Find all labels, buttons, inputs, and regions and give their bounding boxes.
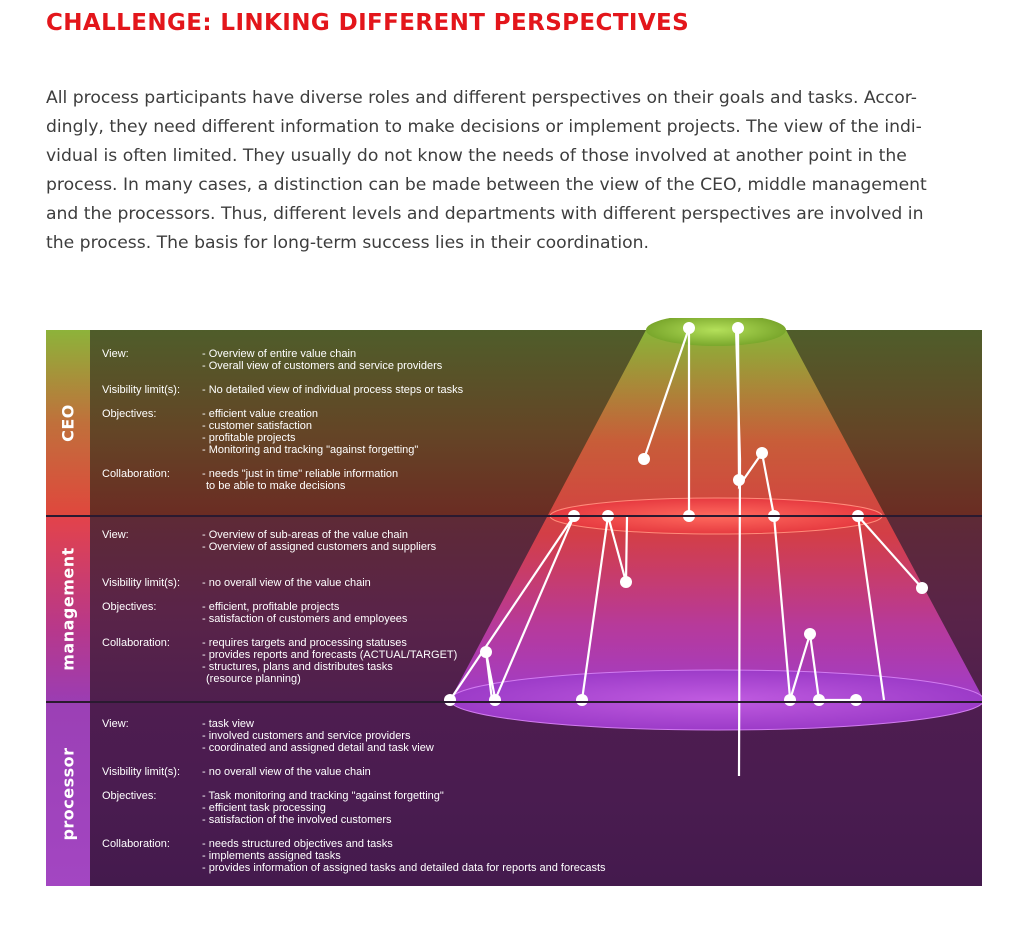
row-value: - requires targets and processing status… (202, 637, 457, 685)
row-line: (resource planning) (206, 673, 301, 685)
page-heading: CHALLENGE: LINKING DIFFERENT PERSPECTIVE… (46, 10, 690, 36)
processor-band (46, 702, 982, 886)
row-line: - needs structured objectives and tasks (202, 838, 393, 850)
row-line: - requires targets and processing status… (202, 637, 407, 649)
row-line: - task view (202, 718, 254, 730)
row-label: Collaboration: (102, 637, 170, 649)
row-line: - no overall view of the value chain (202, 766, 371, 778)
row-value: - Overview of sub-areas of the value cha… (202, 529, 436, 553)
row-value: - no overall view of the value chain (202, 577, 371, 589)
row-value: - no overall view of the value chain (202, 766, 371, 778)
row-line: - satisfaction of customers and employee… (202, 613, 408, 625)
row-value: - task view - involved customers and ser… (202, 718, 434, 754)
row-label: Collaboration: (102, 838, 170, 850)
row-value: - needs "just in time" reliable informat… (202, 468, 398, 492)
row-value: - No detailed view of individual process… (202, 384, 463, 396)
row-value: - needs structured objectives and tasks … (202, 838, 606, 874)
row-value: - efficient value creation - customer sa… (202, 408, 418, 456)
row-line: - satisfaction of the involved customers (202, 814, 392, 826)
intro-line: All process participants have diverse ro… (46, 88, 917, 108)
row-label: Objectives: (102, 408, 157, 420)
cone-graphic (444, 318, 982, 777)
row-line: - provides information of assigned tasks… (202, 862, 606, 874)
row-line: - Overview of entire value chain (202, 348, 357, 360)
row-label: Visibility limit(s): (102, 384, 181, 396)
row-line: - no overall view of the value chain (202, 577, 371, 589)
row-line: - Overview of sub-areas of the value cha… (202, 529, 409, 541)
row-line: - Monitoring and tracking "against forge… (202, 444, 419, 456)
row-value: - Task monitoring and tracking "against … (202, 790, 444, 826)
row-line: - efficient, profitable projects (202, 601, 340, 613)
row-line: - involved customers and service provide… (202, 730, 411, 742)
intro-line: dingly, they need different information … (46, 117, 922, 137)
row-line: - structures, plans and distributes task… (202, 661, 393, 673)
intro-paragraph: All process participants have diverse ro… (46, 84, 976, 258)
row-label: View: (102, 529, 129, 541)
cone-bottom-disc (449, 669, 982, 731)
row-line: - provides reports and forecasts (ACTUAL… (202, 649, 458, 661)
row-line: - customer satisfaction (202, 420, 313, 432)
intro-line: the process. The basis for long-term suc… (46, 233, 649, 253)
row-label: Visibility limit(s): (102, 577, 181, 589)
row-line: - efficient value creation (202, 408, 318, 420)
intro-line: and the processors. Thus, different leve… (46, 204, 924, 224)
row-line: - needs "just in time" reliable informat… (202, 468, 399, 480)
perspectives-diagram: CEO management processor (46, 318, 982, 888)
processor-side-label: processor (46, 702, 90, 886)
intro-line: vidual is often limited. They usually do… (46, 146, 907, 166)
ceo-management-divider (46, 515, 982, 517)
row-value: - Overview of entire value chain - Overa… (202, 348, 442, 372)
row-label: Visibility limit(s): (102, 766, 181, 778)
row-line: - Overview of assigned customers and sup… (202, 541, 437, 553)
row-label: Collaboration: (102, 468, 170, 480)
row-line: - profitable projects (202, 432, 296, 444)
management-processor-divider (46, 701, 982, 703)
row-label: Objectives: (102, 790, 157, 802)
management-side-label: management (46, 516, 90, 702)
row-line: - No detailed view of individual process… (202, 384, 464, 396)
ceo-side-label: CEO (46, 330, 90, 516)
cone-top-disc (646, 318, 786, 346)
row-line: to be able to make decisions (206, 480, 346, 492)
row-line: - Task monitoring and tracking "against … (202, 790, 444, 802)
row-line: - coordinated and assigned detail and ta… (202, 742, 434, 754)
row-value: - efficient, profitable projects - satis… (202, 601, 407, 625)
row-label: View: (102, 348, 129, 360)
row-line: - efficient task processing (202, 802, 326, 814)
row-line: - Overall view of customers and service … (202, 360, 443, 372)
row-label: Objectives: (102, 601, 157, 613)
intro-line: process. In many cases, a distinction ca… (46, 175, 927, 195)
row-line: - implements assigned tasks (202, 850, 341, 862)
row-label: View: (102, 718, 129, 730)
